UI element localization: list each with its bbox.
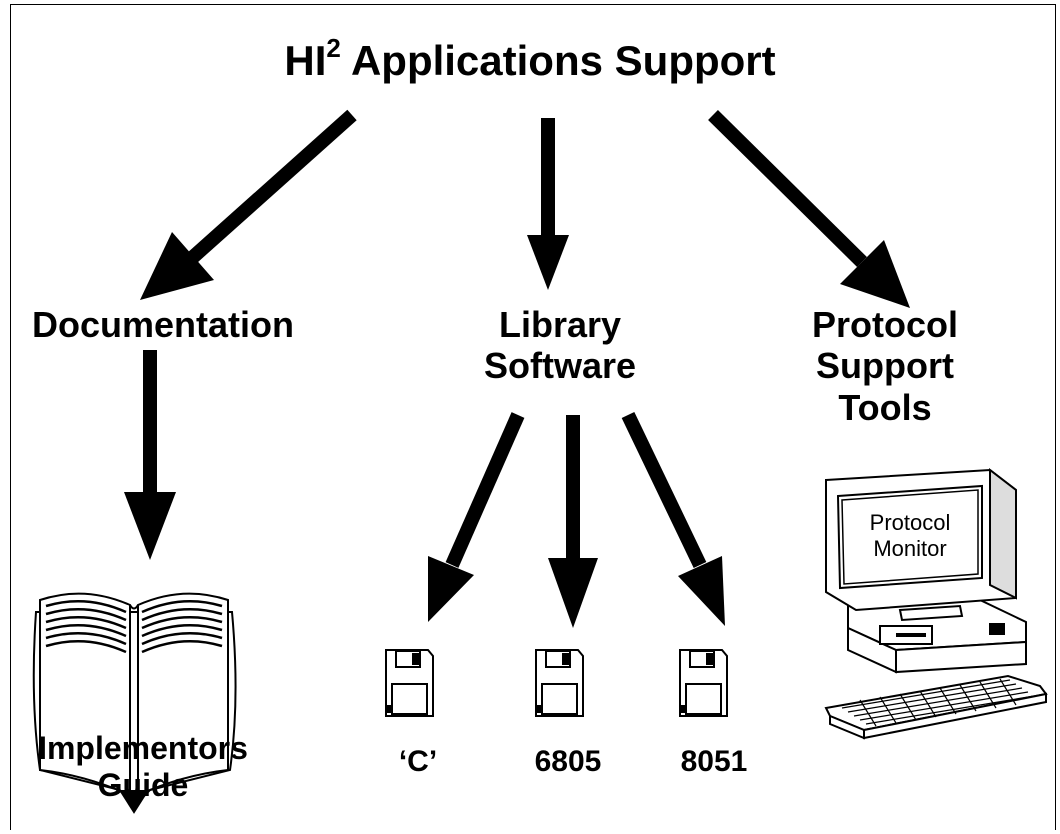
arrow-title-to-library (527, 118, 569, 290)
floppy-disk-icon (385, 649, 434, 717)
arrow-library-to-c (428, 412, 525, 622)
keyboard-icon (824, 674, 1048, 740)
monitor-label-line1: Protocol (870, 510, 951, 535)
library-line2: Software (483, 345, 637, 387)
arrow-library-to-8051 (621, 411, 725, 626)
floppy-disk-icon (535, 649, 584, 717)
arrow-title-to-protocol (708, 110, 910, 308)
arrow-library-to-6805 (548, 415, 598, 628)
protocol-line3: Tools (838, 386, 932, 428)
guide-line2: Guide (97, 766, 189, 803)
diagram-title: HI2 Applications Support (0, 35, 1060, 82)
documentation-label: Documentation (32, 304, 295, 345)
guide-line1: Implementors (38, 730, 248, 766)
library-software-label: Library Software (460, 304, 660, 387)
monitor-label-line2: Monitor (873, 536, 946, 561)
protocol-support-tools-label: Protocol Support Tools (770, 304, 1000, 428)
disk-label-8051: 8051 (680, 745, 748, 778)
computer-icon (825, 467, 1027, 674)
title-suffix: Applications Support (340, 37, 776, 84)
diagram-frame (10, 4, 1056, 830)
floppy-disk-icon (679, 649, 728, 717)
protocol-line1: Protocol (811, 304, 958, 345)
disk-label-6805: 6805 (534, 745, 602, 778)
arrow-title-to-documentation (140, 109, 357, 300)
title-superscript: 2 (326, 33, 341, 63)
disk-label-c: ‘C’ (398, 745, 438, 778)
library-line1: Library (498, 304, 622, 345)
implementors-guide-label: Implementors Guide (18, 730, 268, 804)
arrow-documentation-to-guide (124, 350, 176, 560)
protocol-line2: Support (816, 345, 954, 387)
book-icon (32, 592, 237, 814)
title-prefix: HI (284, 37, 327, 84)
